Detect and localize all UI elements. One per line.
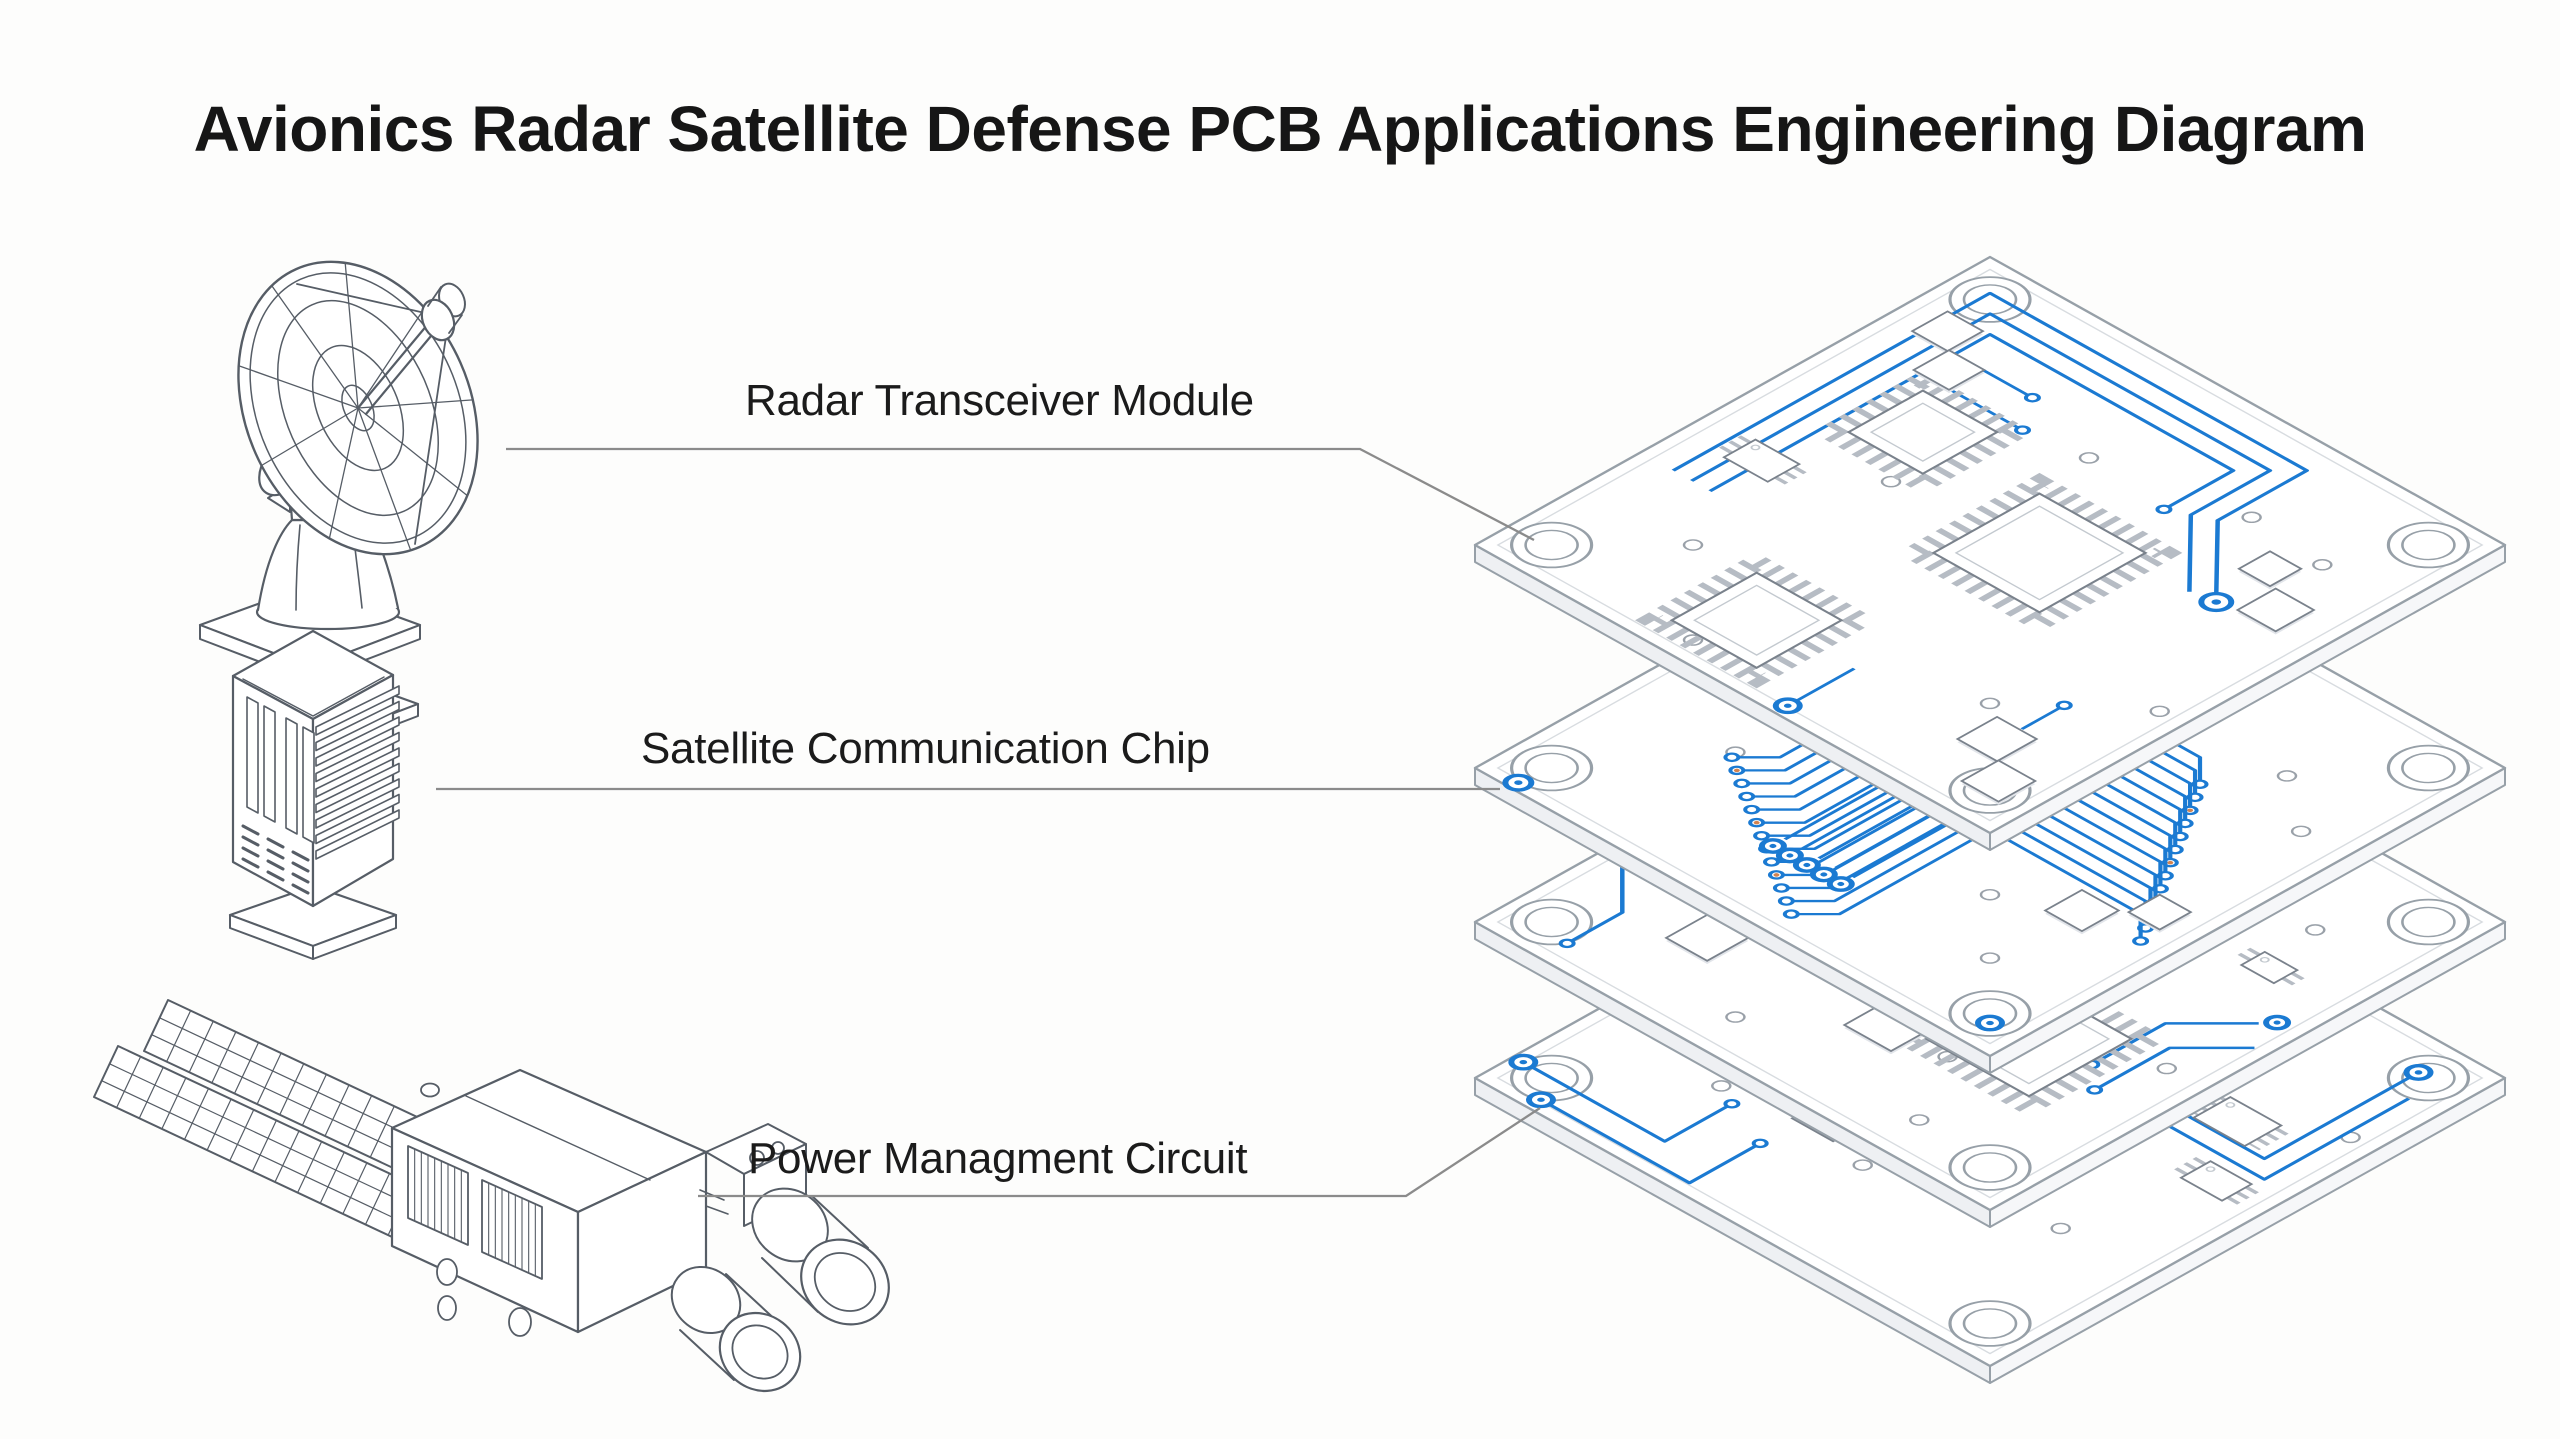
leader-line-power-management (698, 1107, 1541, 1198)
diagram-title: Avionics Radar Satellite Defense PCB App… (193, 93, 2367, 165)
label-radar-transceiver-module: Radar Transceiver Module (745, 376, 1254, 425)
satellite-dish-icon (198, 260, 479, 747)
label-power-management-circuit: Power Managment Circuit (748, 1134, 1248, 1183)
pcb-board-1 (1473, 255, 2507, 851)
leader-lines (436, 447, 1541, 1198)
pcb-stack-illustration (1473, 255, 2507, 1384)
power-module-icon (93, 999, 890, 1393)
leader-line-radar-transceiver (506, 447, 1535, 542)
communication-chip-tower-icon (228, 629, 400, 960)
label-satellite-communication-chip: Satellite Communication Chip (641, 724, 1210, 773)
